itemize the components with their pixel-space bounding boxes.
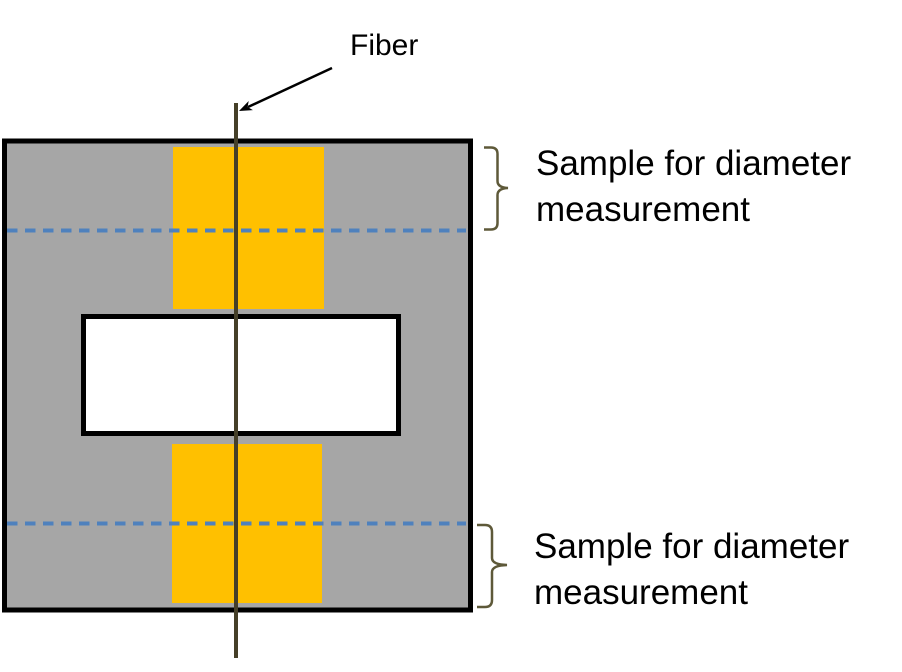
fiber-arrowhead-icon [239, 101, 253, 111]
top-sample-region [173, 147, 324, 309]
top-annotation-line2: measurement [536, 190, 750, 229]
top-annotation-line1: Sample for diameter [536, 144, 852, 183]
fiber-arrow-line [247, 66, 333, 109]
fiber-label: Fiber [350, 29, 419, 62]
bottom-annotation: Sample for diameter measurement [534, 524, 849, 616]
bottom-annotation-line1: Sample for diameter [534, 527, 850, 566]
bottom-annotation-line2: measurement [534, 573, 748, 612]
inner-cavity [81, 314, 401, 436]
top-brace-icon [484, 146, 509, 231]
top-annotation: Sample for diameter measurement [536, 141, 851, 233]
bottom-brace-icon [477, 523, 508, 609]
